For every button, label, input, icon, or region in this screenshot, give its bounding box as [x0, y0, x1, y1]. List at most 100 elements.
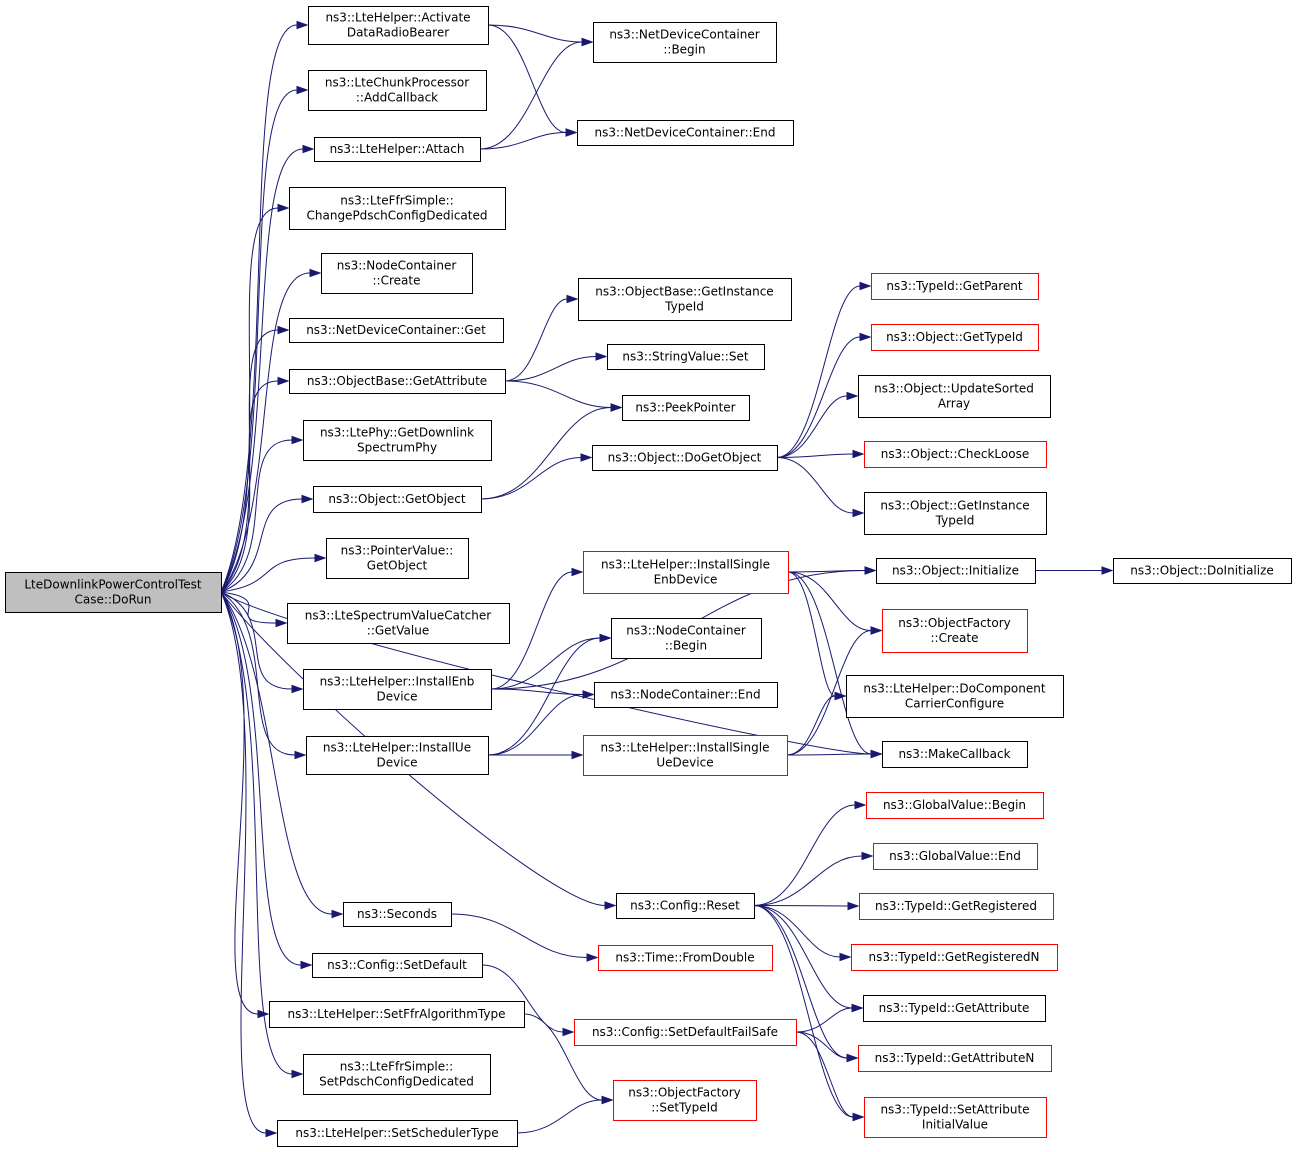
node-label-line: ns3::Time::FromDouble — [615, 951, 754, 965]
node-label-line: ns3::LteFfrSimple:: — [340, 1060, 453, 1074]
node-label-line: ::Begin — [665, 639, 707, 653]
node-box — [858, 375, 1051, 418]
node-box — [858, 1045, 1052, 1072]
node-box — [873, 843, 1038, 870]
call-edge-attach-to-ndcBegin — [479, 37, 594, 150]
node-timeFromDouble[interactable]: ns3::Time::FromDouble — [598, 945, 773, 971]
arrow-head-icon — [291, 435, 304, 445]
node-ndcBegin[interactable]: ns3::NetDeviceContainer::Begin — [593, 22, 777, 63]
node-box — [622, 395, 750, 421]
arrow-head-icon — [1101, 566, 1114, 575]
arrow-head-icon — [846, 391, 859, 401]
arrow-head-icon — [854, 800, 867, 810]
node-chunkAddCb[interactable]: ns3::LteChunkProcessor::AddCallback — [308, 70, 487, 111]
edge-line — [786, 630, 872, 756]
node-ffrSetPdsch[interactable]: ns3::LteFfrSimple::SetPdschConfigDedicat… — [303, 1054, 491, 1095]
node-tidGetRegisteredN[interactable]: ns3::TypeId::GetRegisteredN — [851, 944, 1058, 971]
edge-line — [753, 905, 853, 1009]
node-makeCallback[interactable]: ns3::MakeCallback — [882, 741, 1028, 768]
node-label-line: GetObject — [367, 559, 428, 573]
node-ncBegin[interactable]: ns3::NodeContainer::Begin — [611, 618, 762, 659]
node-gvEnd[interactable]: ns3::GlobalValue::End — [873, 843, 1038, 870]
edge-line — [795, 1031, 854, 1118]
node-cfgReset[interactable]: ns3::Config::Reset — [616, 893, 755, 919]
edge-line — [753, 905, 854, 1118]
node-box — [851, 944, 1058, 971]
node-tidGetRegistered[interactable]: ns3::TypeId::GetRegistered — [859, 893, 1054, 920]
node-nodeCreate[interactable]: ns3::NodeContainer::Create — [321, 253, 473, 294]
arrow-head-icon — [582, 690, 595, 699]
node-box — [303, 420, 492, 461]
node-label-line: ns3::ObjectFactory — [898, 616, 1011, 630]
node-objGetObject[interactable]: ns3::Object::GetObject — [313, 486, 482, 513]
node-tidGetParent[interactable]: ns3::TypeId::GetParent — [871, 273, 1039, 300]
arrow-head-icon — [314, 553, 327, 563]
node-objDoInitialize[interactable]: ns3::Object::DoInitialize — [1113, 558, 1292, 584]
node-gvBegin[interactable]: ns3::GlobalValue::Begin — [866, 792, 1044, 819]
edge-line — [480, 407, 612, 500]
node-ffrChange[interactable]: ns3::LteFfrSimple::ChangePdschConfigDedi… — [289, 187, 506, 230]
node-label-line: ns3::ObjectFactory — [628, 1086, 741, 1100]
node-label-line: Array — [938, 397, 970, 411]
node-peekPtr[interactable]: ns3::PeekPointer — [622, 395, 750, 421]
node-doGetObject[interactable]: ns3::Object::DoGetObject — [592, 445, 778, 471]
node-strSet[interactable]: ns3::StringValue::Set — [607, 344, 765, 370]
edge-line — [787, 571, 872, 631]
node-ncEnd[interactable]: ns3::NodeContainer::End — [594, 682, 778, 708]
node-doCCConfig[interactable]: ns3::LteHelper::DoComponentCarrierConfig… — [846, 675, 1064, 718]
call-edge-cfgSetDefaultFS-to-tidGetAttribute — [795, 1003, 864, 1033]
node-box — [616, 893, 755, 919]
call-edge-installSingleUe-to-doCCConfig — [786, 691, 847, 756]
node-cfgSetDefault[interactable]: ns3::Config::SetDefault — [312, 953, 483, 978]
arrow-head-icon — [294, 750, 307, 760]
node-box — [289, 369, 506, 394]
node-objCheckLoose[interactable]: ns3::Object::CheckLoose — [864, 441, 1047, 468]
node-setSchedType[interactable]: ns3::LteHelper::SetSchedulerType — [277, 1120, 518, 1147]
node-label-line: CarrierConfigure — [905, 697, 1004, 711]
node-label-line: ns3::NetDeviceContainer::Get — [306, 323, 486, 337]
node-ofCreate[interactable]: ns3::ObjectFactory::Create — [882, 609, 1028, 653]
edge-line — [753, 905, 849, 907]
node-ndcEnd[interactable]: ns3::NetDeviceContainer::End — [577, 120, 794, 146]
call-edge-root-to-activateDRB — [220, 20, 309, 593]
node-tidGetAttribute[interactable]: ns3::TypeId::GetAttribute — [863, 995, 1046, 1022]
arrow-head-icon — [839, 952, 852, 962]
node-setFfrType[interactable]: ns3::LteHelper::SetFfrAlgorithmType — [269, 1001, 525, 1028]
node-box — [882, 609, 1028, 653]
arrow-head-icon — [277, 376, 290, 386]
node-objGetTypeId[interactable]: ns3::Object::GetTypeId — [871, 324, 1039, 351]
edge-line — [776, 285, 861, 458]
node-ptrGetObject[interactable]: ns3::PointerValue::GetObject — [326, 538, 469, 579]
node-ofSetTypeId[interactable]: ns3::ObjectFactory::SetTypeId — [613, 1080, 757, 1121]
arrow-head-icon — [571, 567, 584, 577]
node-box — [882, 741, 1028, 768]
node-cfgSetDefaultFS[interactable]: ns3::Config::SetDefaultFailSafe — [574, 1019, 797, 1046]
node-attach[interactable]: ns3::LteHelper::Attach — [314, 137, 481, 162]
node-svcGetValue[interactable]: ns3::LteSpectrumValueCatcher::GetValue — [287, 603, 510, 644]
call-edge-cfgSetDefaultFS-to-tidGetAttributeN — [795, 1031, 859, 1063]
edge-line — [220, 272, 311, 593]
node-seconds[interactable]: ns3::Seconds — [343, 902, 452, 927]
node-ndcGet[interactable]: ns3::NetDeviceContainer::Get — [289, 318, 504, 343]
node-box — [611, 618, 762, 659]
arrow-head-icon — [275, 618, 288, 628]
edge-line — [220, 591, 872, 755]
node-obGetAttr[interactable]: ns3::ObjectBase::GetAttribute — [289, 369, 506, 394]
node-label-line: ns3::GlobalValue::Begin — [883, 798, 1026, 812]
node-tidGetAttributeN[interactable]: ns3::TypeId::GetAttributeN — [858, 1045, 1052, 1072]
node-objInitialize[interactable]: ns3::Object::Initialize — [876, 558, 1036, 584]
node-box — [314, 137, 481, 162]
node-label-line: ::SetTypeId — [651, 1101, 718, 1115]
call-edge-objInitialize-to-objDoInitialize — [1034, 566, 1114, 575]
